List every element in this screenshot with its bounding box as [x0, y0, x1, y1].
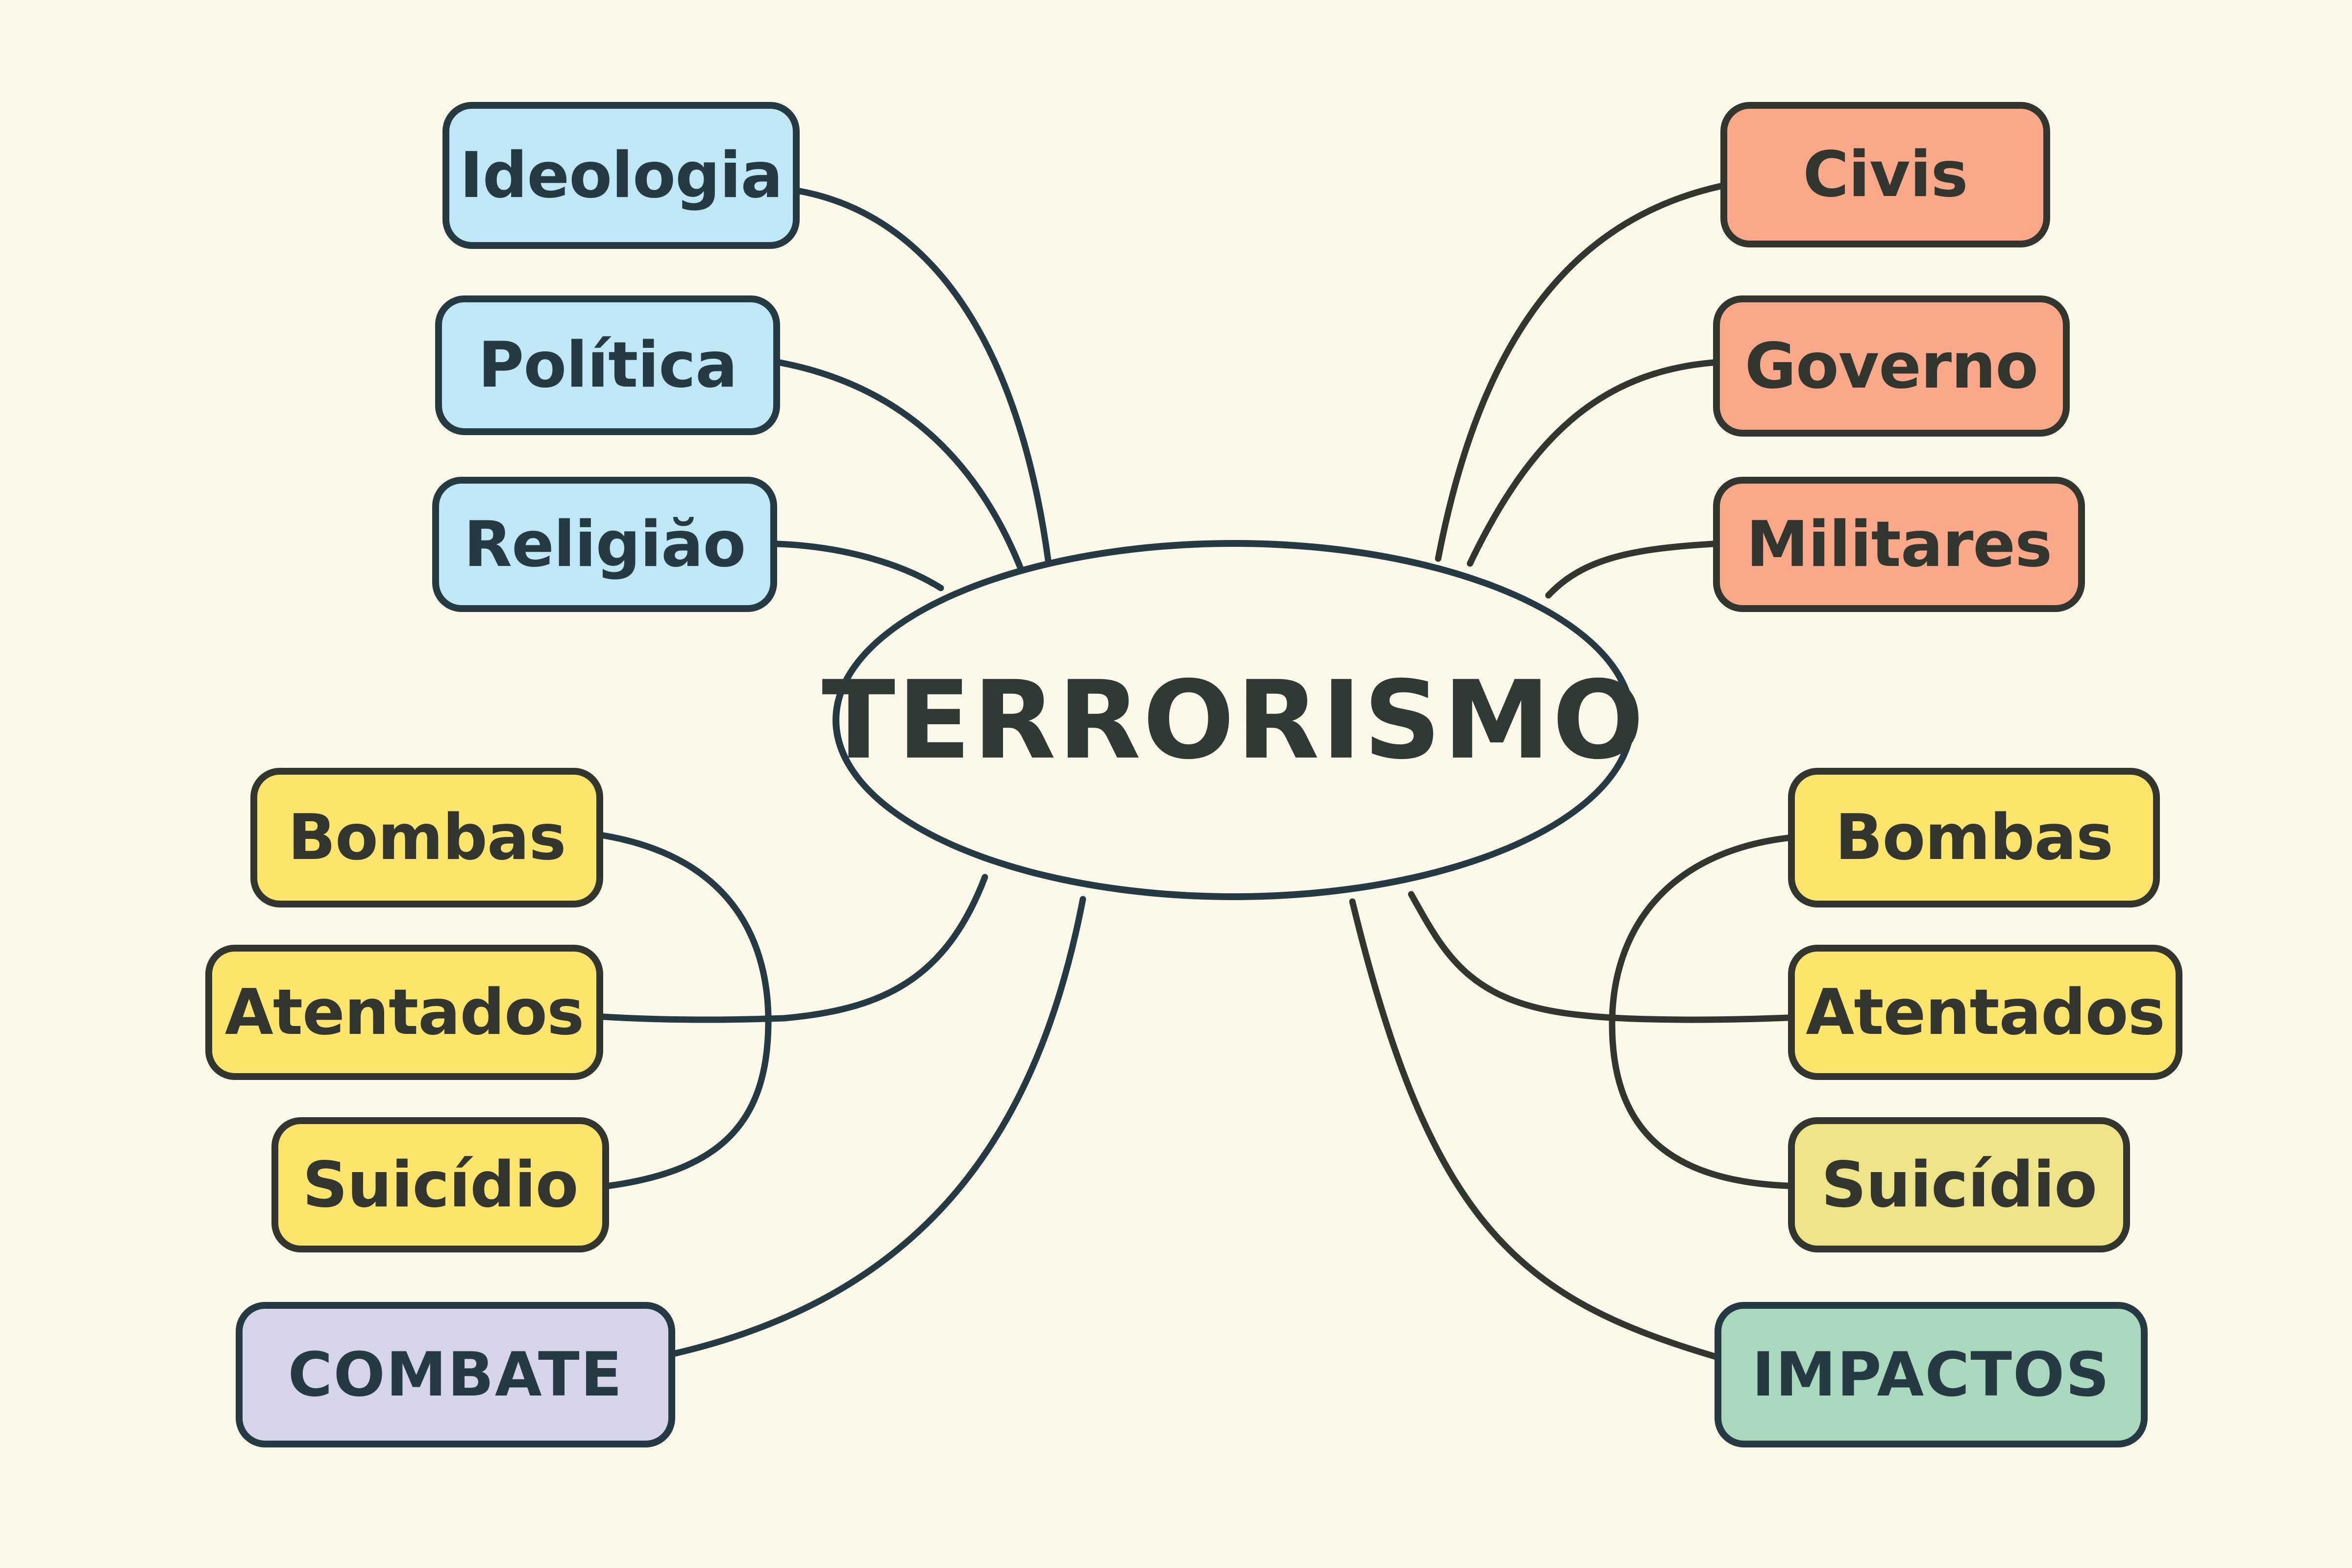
node-label: Bombas — [288, 801, 566, 874]
node-suicidio-right[interactable]: Suicídio — [1788, 1117, 2130, 1252]
connector-atentados-right — [1408, 891, 1791, 1023]
connector-governo — [1467, 359, 1716, 567]
node-label: Suicídio — [1821, 1148, 2097, 1222]
connector-religiao — [774, 540, 944, 591]
node-label: Militares — [1746, 508, 2053, 581]
node-politica[interactable]: Política — [435, 295, 780, 435]
node-impactos[interactable]: IMPACTOS — [1715, 1302, 2148, 1447]
connector-bombas-right — [1609, 834, 1791, 1189]
node-label: Atentados — [224, 976, 584, 1049]
connector-combate — [672, 896, 1086, 1357]
node-label: Governo — [1744, 329, 2038, 403]
node-combate[interactable]: COMBATE — [236, 1302, 675, 1447]
node-civis[interactable]: Civis — [1720, 102, 2050, 247]
node-label: IMPACTOS — [1752, 1339, 2110, 1410]
node-suicidio-left[interactable]: Suicídio — [271, 1117, 609, 1252]
connector-civis — [1435, 183, 1724, 562]
connector-politica — [777, 359, 1025, 574]
node-label: Bombas — [1835, 801, 2113, 874]
node-militares[interactable]: Militares — [1713, 477, 2085, 612]
node-atentados-right[interactable]: Atentados — [1788, 945, 2182, 1080]
central-topic-label: TERRORISMO — [822, 657, 1646, 783]
node-label: Política — [478, 329, 738, 402]
node-label: Civis — [1803, 138, 1968, 211]
node-bombas-left[interactable]: Bombas — [250, 768, 603, 907]
central-topic[interactable]: TERRORISMO — [822, 540, 1644, 900]
connector-ideologia — [796, 188, 1052, 567]
node-label: COMBATE — [288, 1339, 623, 1410]
node-religiao[interactable]: Religiăo — [432, 477, 777, 612]
node-label: Ideologia — [460, 139, 783, 212]
connector-bombas-left — [600, 832, 772, 1189]
node-ideologia[interactable]: Ideologia — [442, 102, 800, 249]
node-bombas-right[interactable]: Bombas — [1788, 768, 2160, 907]
connector-militares — [1545, 540, 1716, 599]
node-label: Religiăo — [464, 508, 746, 581]
node-label: Suicídio — [302, 1148, 578, 1222]
node-atentados-left[interactable]: Atentados — [205, 945, 603, 1080]
connector-atentados-left — [600, 874, 988, 1023]
node-label: Atentados — [1806, 976, 2165, 1049]
node-governo[interactable]: Governo — [1713, 295, 2070, 437]
connector-impactos — [1349, 898, 1718, 1360]
